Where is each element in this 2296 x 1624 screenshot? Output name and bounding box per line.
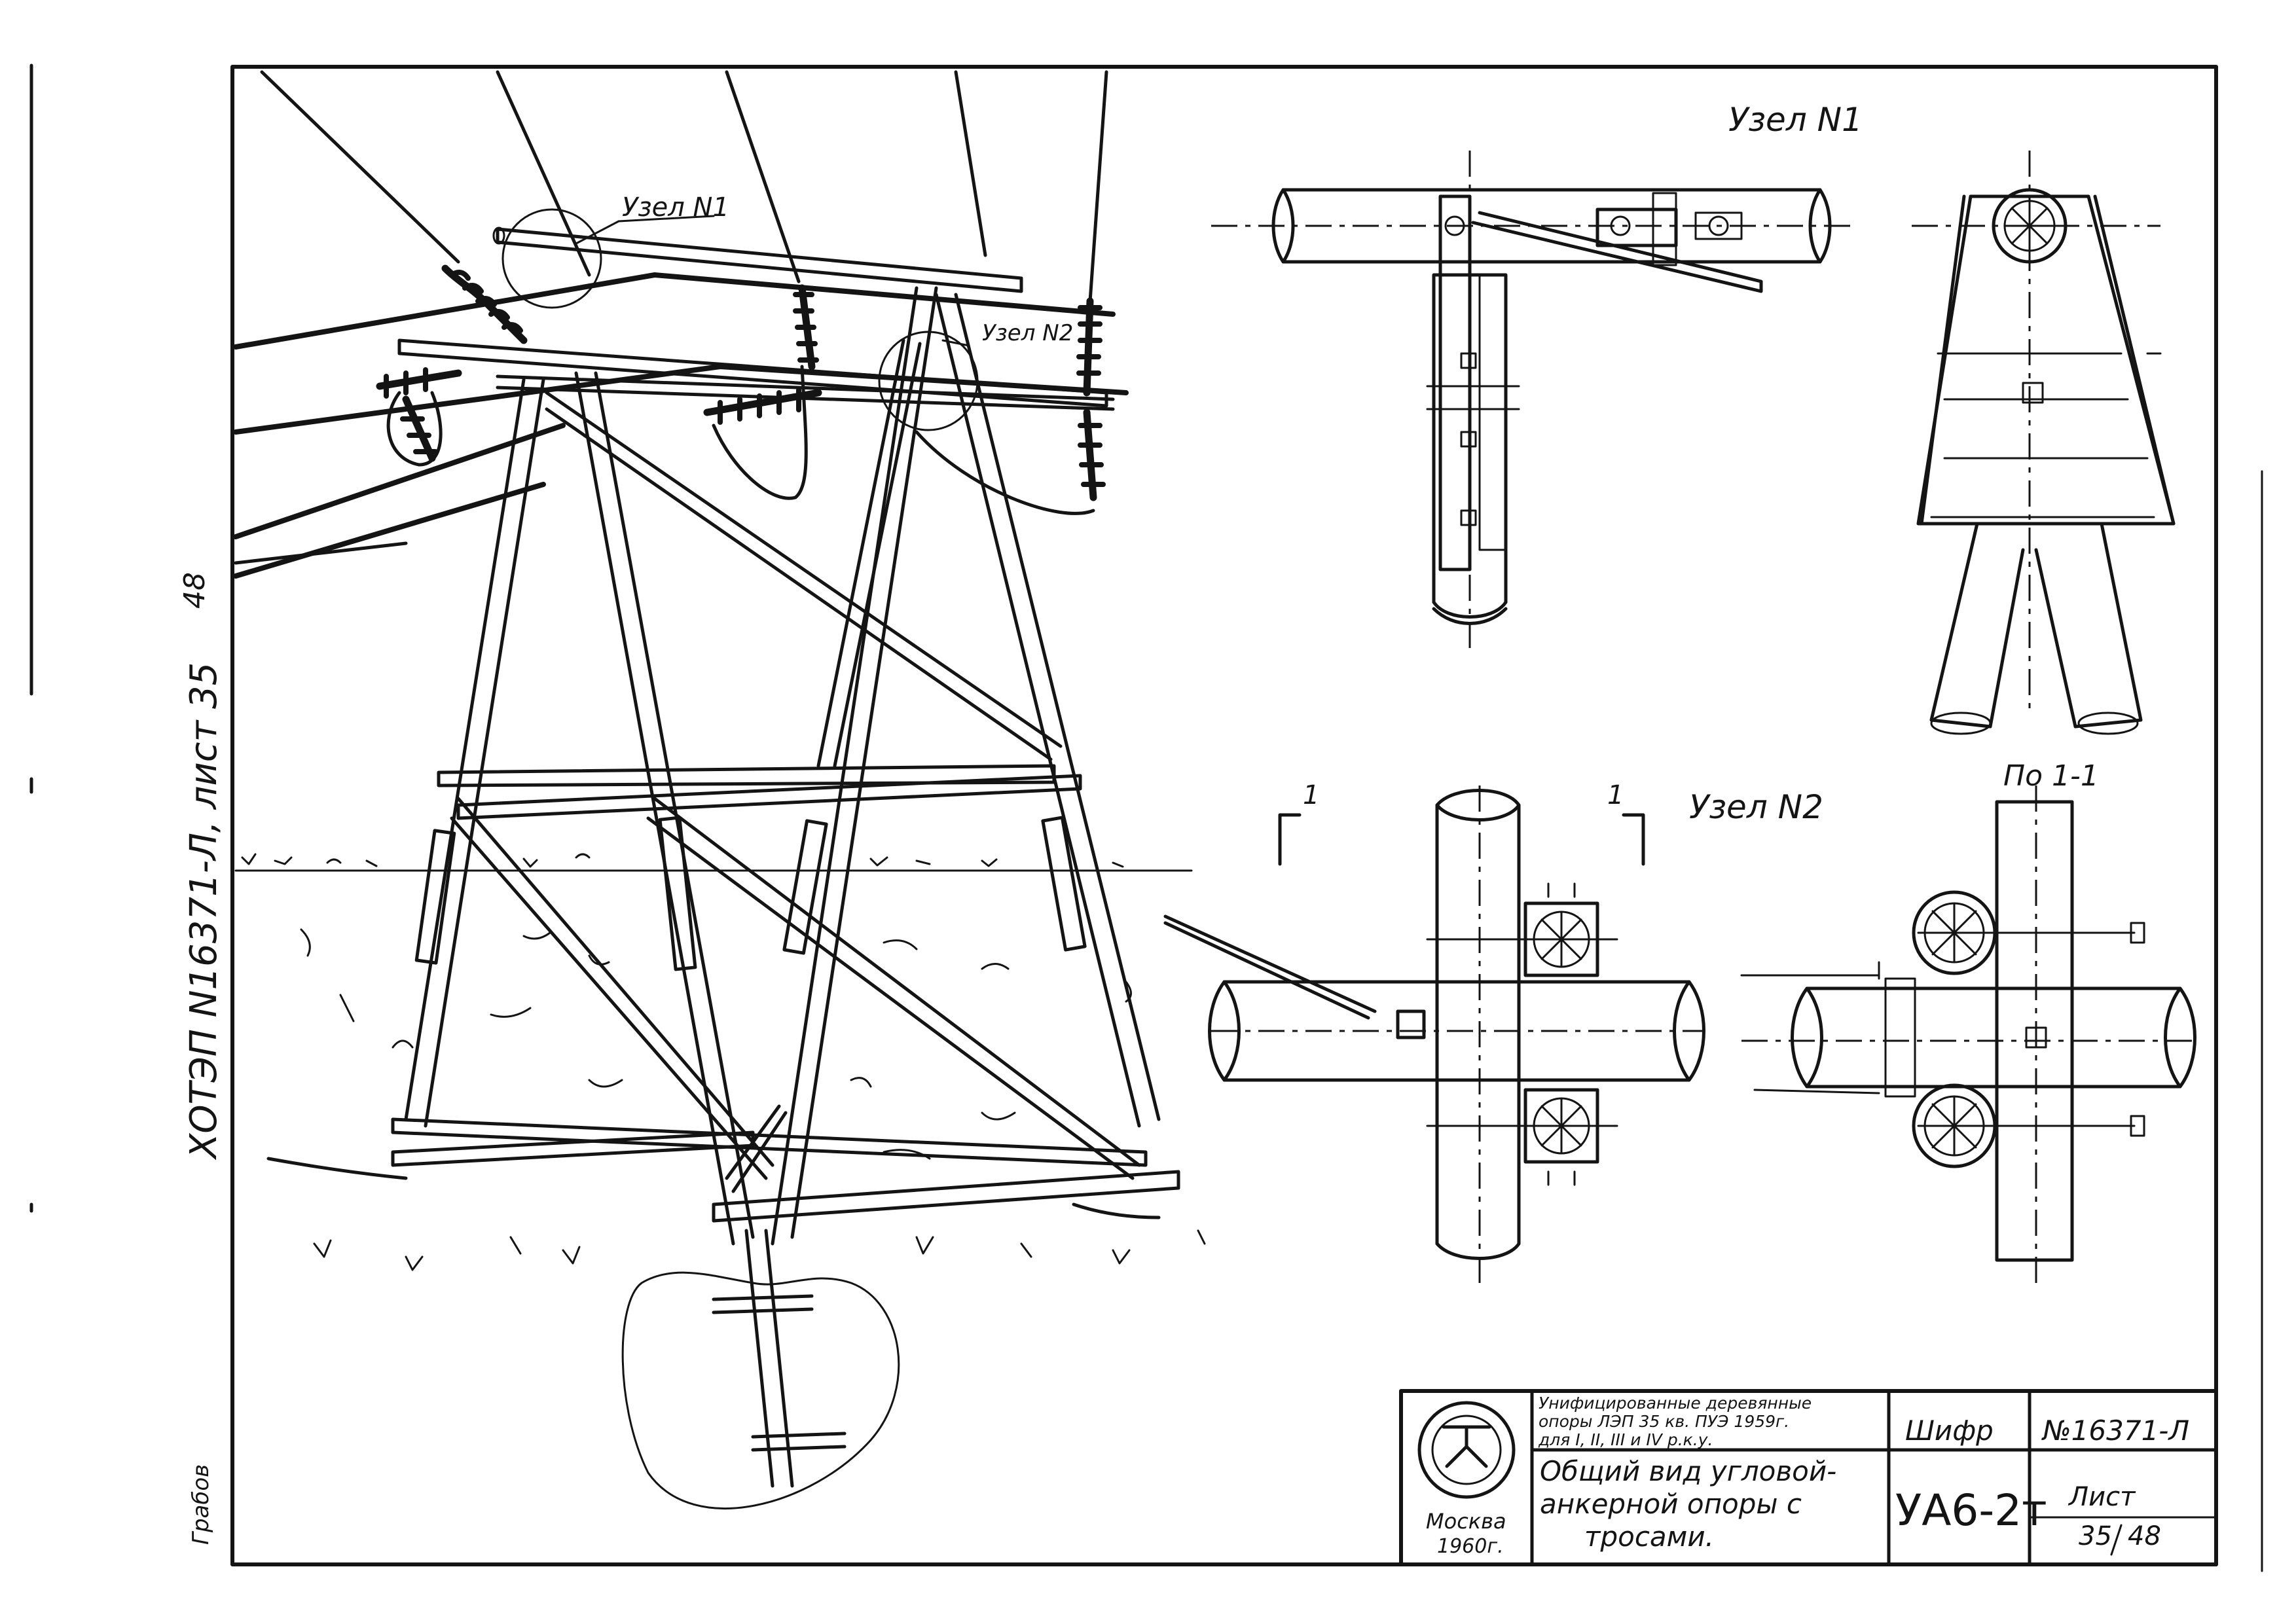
ground-surface [234, 853, 1206, 1509]
margin-sheet-reference: ХОТЭП N16371-Л, лист 35 48 [178, 572, 225, 1161]
album-sheet-text: ХОТЭП N16371-Л, лист 35 [183, 662, 225, 1161]
project-line-2: опоры ЛЭП 35 кв. ПУЭ 1959г. [1539, 1412, 1789, 1431]
svg-text:1: 1 [1607, 780, 1624, 810]
drawing-title-line-2: анкерной опоры с [1540, 1488, 1802, 1520]
tower-perspective-view: Узел N1 Узел N2 [233, 70, 1206, 1509]
tower-bracing [391, 338, 1180, 1223]
node1-side-view [1912, 151, 2176, 735]
svg-text:1: 1 [1303, 780, 1319, 810]
project-line-1: Унифицированные деревянные [1539, 1394, 1812, 1413]
insulator-strings [376, 264, 1106, 515]
organization-logo: Москва 1960г. [1417, 1401, 1516, 1558]
node1-label-detail: Узел N1 [1728, 101, 1863, 139]
section-title: По 1-1 [2003, 759, 2099, 793]
signature-text: Грабов [188, 1464, 214, 1545]
section-mark-left: 1 [1278, 780, 1319, 866]
sheet-number: 35 [2079, 1521, 2112, 1551]
checker-signature: Грабов [188, 1464, 214, 1545]
sheet-total: 48 [2128, 1521, 2161, 1551]
drawing-title-line-3: тросами. [1584, 1521, 1714, 1553]
node1-front-view [1211, 151, 1853, 648]
drawing-frame [29, 63, 2263, 1572]
drawing-title-line-1: Общий вид угловой- [1540, 1455, 1836, 1487]
node2-label-main: Узел N2 [982, 320, 1073, 346]
section-mark-right: 1 [1607, 780, 1645, 866]
tower-legs [404, 286, 1161, 1488]
cipher-value: УА6-2т [1895, 1485, 2047, 1536]
node2-label-detail: Узел N2 [1689, 788, 1823, 826]
cipher-label: Шифр [1905, 1415, 1994, 1447]
logo-city: Москва [1426, 1509, 1506, 1534]
node2-section-view: По 1-1 [1740, 759, 2200, 1283]
album-number: №16371-Л [2041, 1415, 2189, 1447]
title-block: Москва 1960г. Унифицированные деревянные… [1399, 1389, 2218, 1566]
project-line-3: для I, II, III и IV р.к.у. [1538, 1430, 1713, 1449]
sheet-label: Лист [2068, 1482, 2136, 1512]
node1-marker [501, 208, 602, 309]
node1-detail: Узел N1 [1211, 101, 2176, 735]
logo-year: 1960г. [1437, 1535, 1504, 1558]
stub-splints [414, 816, 1087, 971]
node2-detail: Узел N2 1 1 [1163, 759, 2200, 1283]
node2-plan-view [1163, 785, 1705, 1283]
album-sheet-total: 48 [178, 572, 211, 609]
crossarms [397, 226, 1115, 411]
